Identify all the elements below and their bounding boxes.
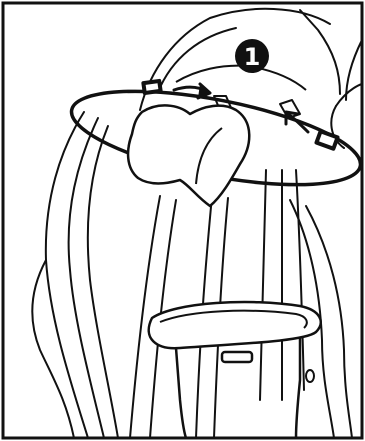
left-side-bolster <box>32 112 118 438</box>
armrest-screw-hole <box>306 370 314 382</box>
headrest-pillow <box>128 105 249 206</box>
step-marker-number: 1 <box>244 43 261 71</box>
buckle-icon <box>314 129 340 152</box>
armrest <box>149 302 321 438</box>
step-marker: 1 <box>235 39 269 73</box>
buckle-icon <box>141 79 163 96</box>
armrest-slot <box>222 352 252 362</box>
